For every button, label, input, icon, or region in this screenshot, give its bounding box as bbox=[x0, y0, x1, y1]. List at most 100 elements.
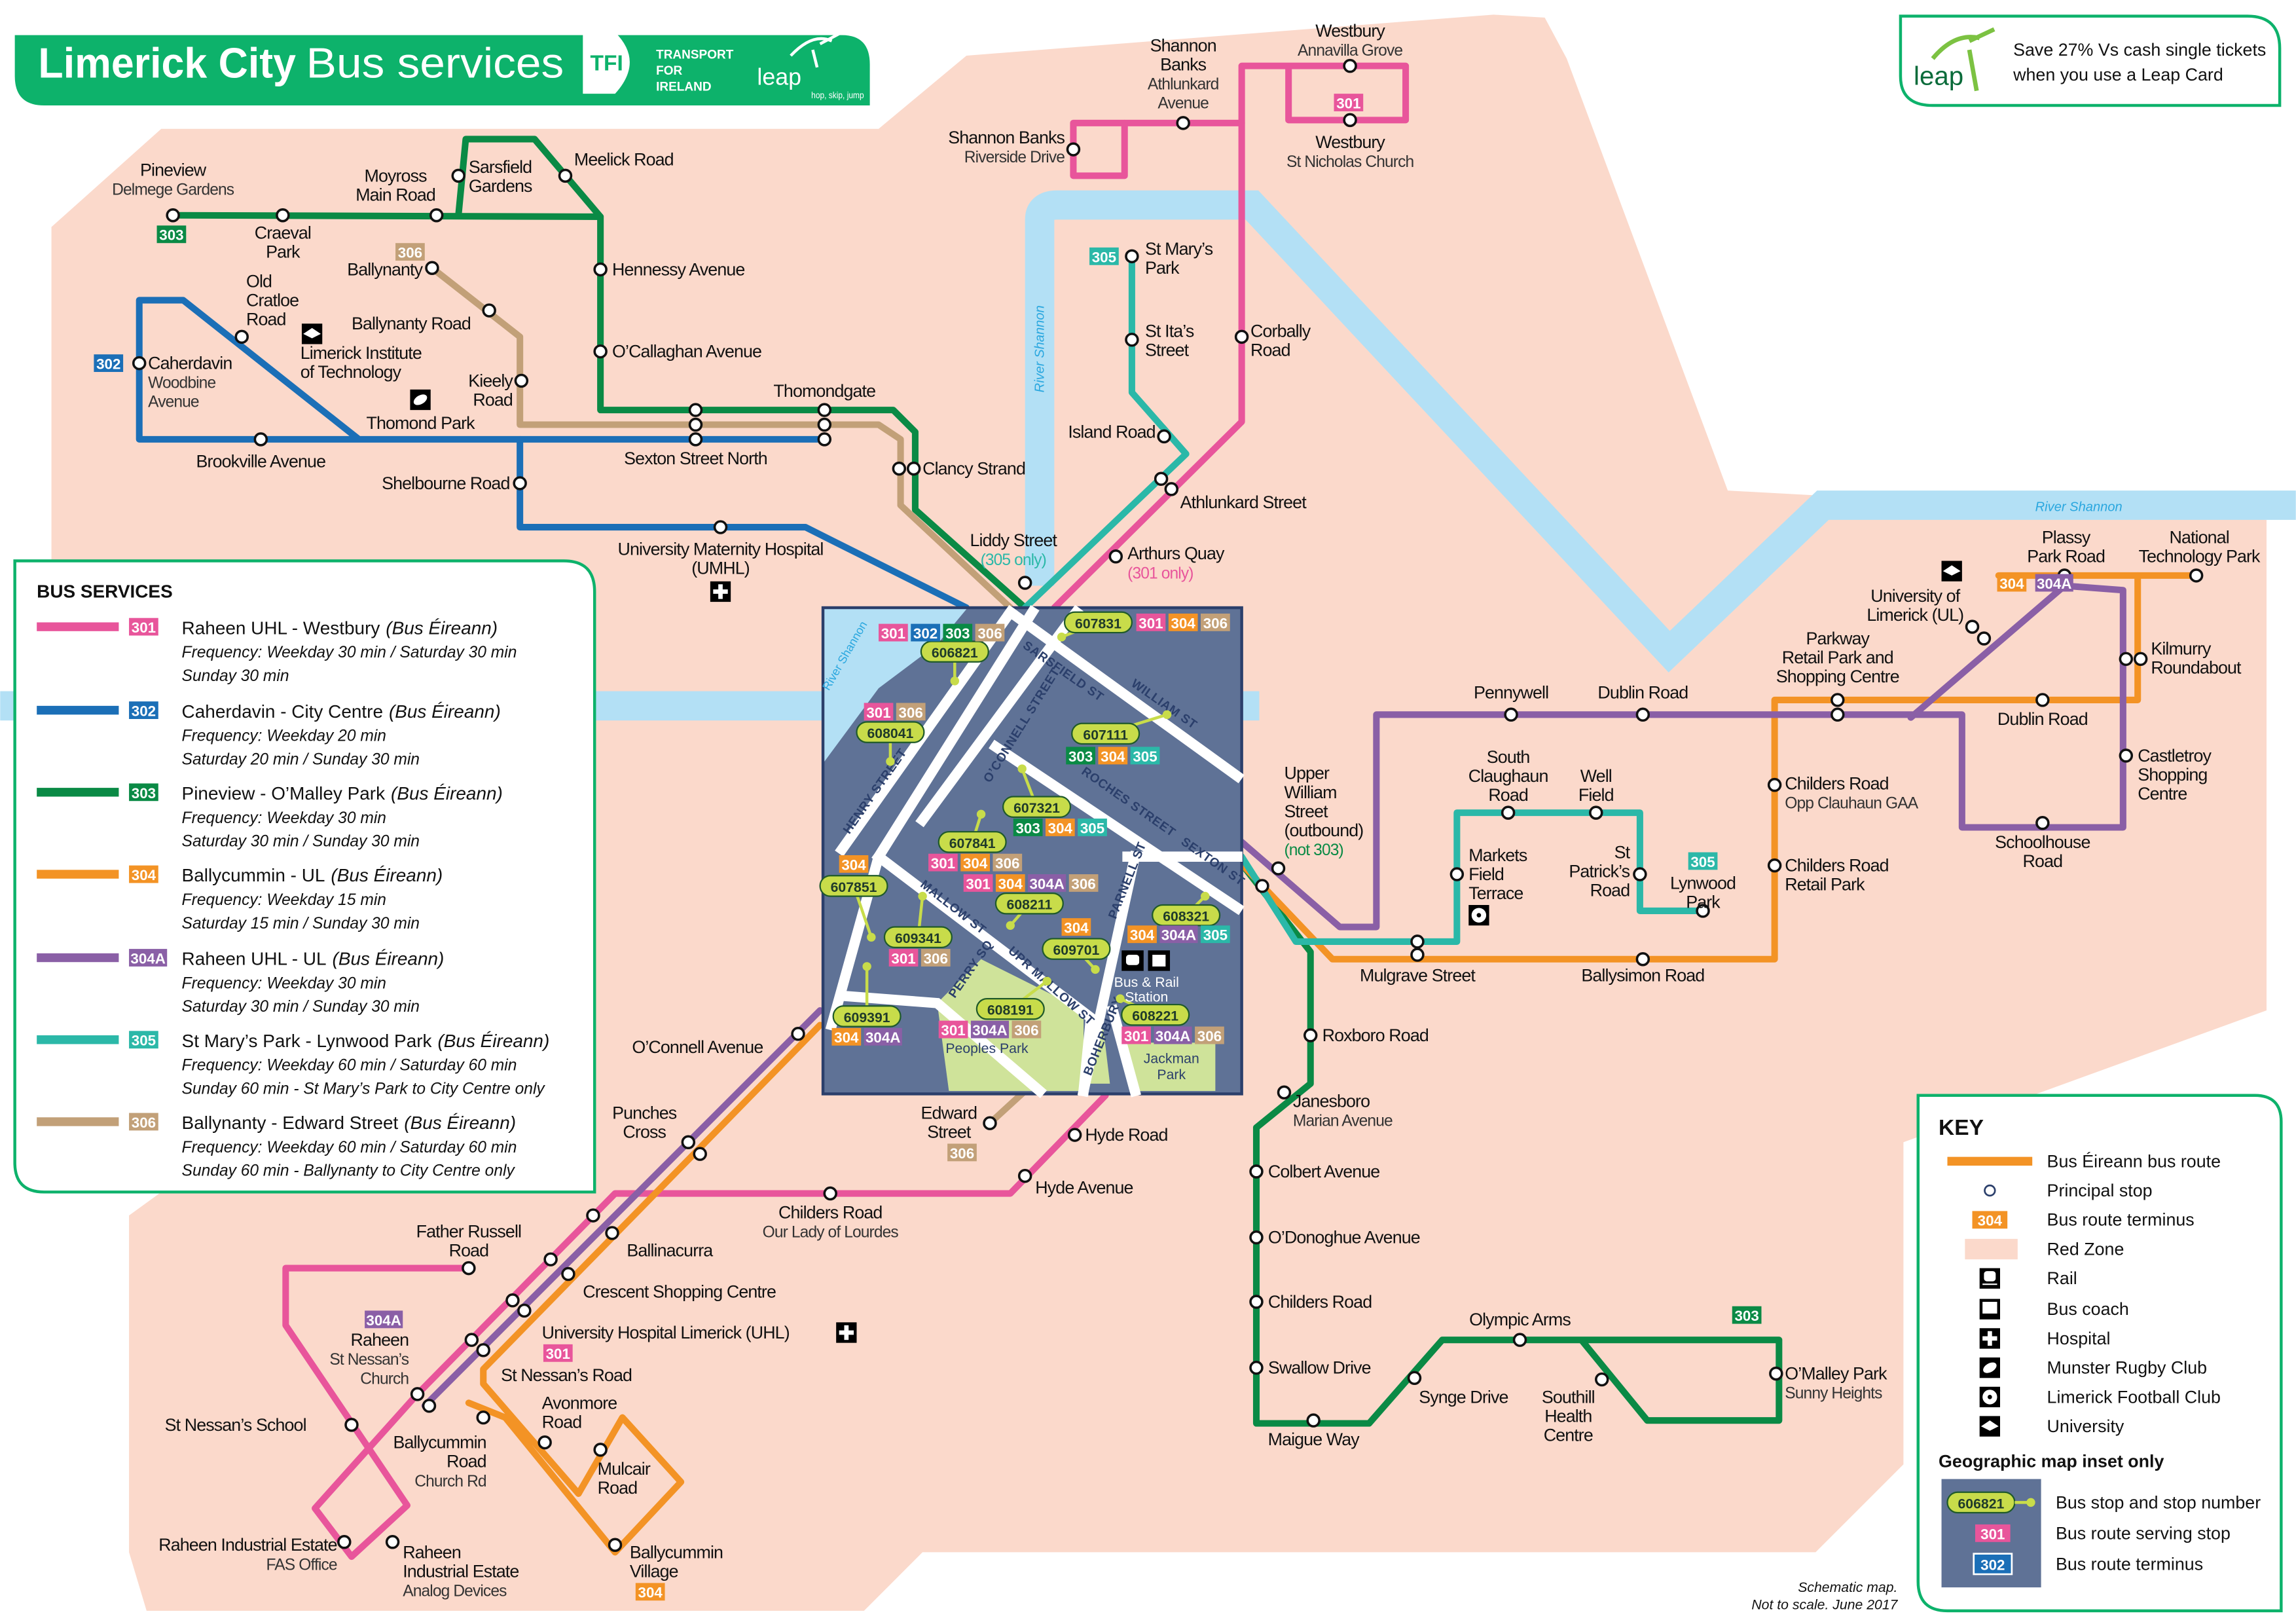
stop-hyde-ave[interactable]: Hyde Avenue bbox=[1017, 1168, 1133, 1198]
stop-pennywell[interactable]: Pennywell bbox=[1474, 683, 1549, 722]
principal-stop-marker[interactable] bbox=[1249, 1164, 1264, 1179]
principal-stop-marker[interactable] bbox=[561, 1266, 575, 1282]
stop-mulgrave[interactable]: Mulgrave Street bbox=[1360, 934, 1476, 985]
stop-roxboro[interactable]: Roxboro Road bbox=[1303, 1025, 1429, 1045]
stop-hyde-road[interactable]: Hyde Road bbox=[1067, 1125, 1168, 1145]
stop-dot[interactable] bbox=[1057, 633, 1066, 642]
principal-stop-marker[interactable] bbox=[276, 208, 290, 223]
stop-dot[interactable] bbox=[976, 809, 986, 819]
principal-stop-marker[interactable] bbox=[1125, 333, 1139, 347]
principal-stop-marker[interactable] bbox=[2133, 652, 2148, 667]
principal-stop-marker[interactable] bbox=[462, 1261, 476, 1276]
stop-hennessy[interactable]: Hennessy Avenue bbox=[593, 259, 745, 279]
stop-shelbourne[interactable]: Shelbourne Road bbox=[382, 473, 527, 493]
stop-childers-south[interactable]: Childers Road bbox=[1249, 1292, 1372, 1312]
stop-athlunkard[interactable]: Athlunkard Street bbox=[1154, 471, 1307, 512]
principal-stop-marker[interactable] bbox=[517, 1303, 532, 1318]
stop-thomond-park[interactable]: Thomond Park bbox=[366, 413, 476, 433]
principal-stop-marker[interactable] bbox=[1249, 1360, 1264, 1375]
principal-stop-marker[interactable] bbox=[693, 1147, 707, 1161]
principal-stop-marker[interactable] bbox=[593, 344, 608, 359]
stop-dot[interactable] bbox=[1162, 710, 1172, 719]
principal-stop-marker[interactable] bbox=[1343, 58, 1357, 73]
principal-stop-marker[interactable] bbox=[823, 1186, 837, 1201]
stop-st-nessans-road[interactable]: St Nessan’s Road bbox=[464, 1333, 632, 1385]
stop-ballynanty-road[interactable]: Ballynanty Road bbox=[352, 303, 496, 333]
stop-ballinacurra[interactable]: Ballinacurra bbox=[586, 1208, 714, 1261]
principal-stop-marker[interactable] bbox=[1696, 904, 1710, 918]
stop-dot[interactable] bbox=[1116, 994, 1125, 1003]
stop-island-road[interactable]: Island Road bbox=[1068, 422, 1171, 444]
stop-swallow[interactable]: Swallow Drive bbox=[1249, 1358, 1372, 1378]
principal-stop-marker[interactable] bbox=[482, 303, 496, 318]
principal-stop-marker[interactable] bbox=[337, 1535, 352, 1549]
principal-stop-marker[interactable] bbox=[1767, 858, 1782, 873]
stop-dublin-road-2[interactable]: Dublin Road bbox=[1997, 693, 2088, 729]
principal-stop-marker[interactable] bbox=[1125, 249, 1139, 264]
principal-stop-marker[interactable] bbox=[464, 1333, 479, 1347]
stop-maigue[interactable]: Maigue Way bbox=[1268, 1413, 1360, 1449]
stop-colbert[interactable]: Colbert Avenue bbox=[1249, 1162, 1380, 1181]
principal-stop-marker[interactable] bbox=[385, 1535, 400, 1549]
principal-stop-marker[interactable] bbox=[234, 329, 249, 344]
principal-stop-marker[interactable] bbox=[1157, 429, 1171, 444]
principal-stop-marker[interactable] bbox=[2189, 568, 2204, 583]
principal-stop-marker[interactable] bbox=[1831, 693, 1845, 707]
principal-stop-marker[interactable] bbox=[1017, 576, 1032, 590]
stop-uhl[interactable]: University Hospital Limerick (UHL) bbox=[505, 1293, 790, 1342]
stop-st-nessans-school[interactable]: St Nessan’s School bbox=[165, 1415, 359, 1435]
principal-stop-marker[interactable] bbox=[1234, 329, 1249, 344]
principal-stop-marker[interactable] bbox=[817, 403, 832, 417]
principal-stop-marker[interactable] bbox=[1407, 1371, 1422, 1386]
stop-ballysimon[interactable]: Ballysimon Road bbox=[1581, 952, 1705, 985]
stop-dot[interactable] bbox=[886, 757, 895, 766]
principal-stop-marker[interactable] bbox=[410, 1387, 425, 1401]
principal-stop-marker[interactable] bbox=[132, 356, 147, 371]
principal-stop-marker[interactable] bbox=[2119, 652, 2134, 667]
stop-dot[interactable] bbox=[1042, 976, 1051, 986]
principal-stop-marker[interactable] bbox=[593, 262, 608, 277]
principal-stop-marker[interactable] bbox=[593, 1443, 608, 1457]
principal-stop-marker[interactable] bbox=[1303, 1028, 1318, 1043]
principal-stop-marker[interactable] bbox=[425, 261, 439, 275]
principal-stop-marker[interactable] bbox=[586, 1208, 600, 1223]
principal-stop-marker[interactable] bbox=[1633, 867, 1647, 881]
principal-stop-marker[interactable] bbox=[166, 208, 180, 223]
principal-stop-marker[interactable] bbox=[1635, 952, 1650, 967]
principal-stop-marker[interactable] bbox=[713, 520, 728, 534]
principal-stop-marker[interactable] bbox=[253, 432, 268, 447]
principal-stop-marker[interactable] bbox=[2035, 816, 2050, 830]
principal-stop-marker[interactable] bbox=[558, 168, 573, 183]
principal-stop-marker[interactable] bbox=[505, 1293, 520, 1308]
